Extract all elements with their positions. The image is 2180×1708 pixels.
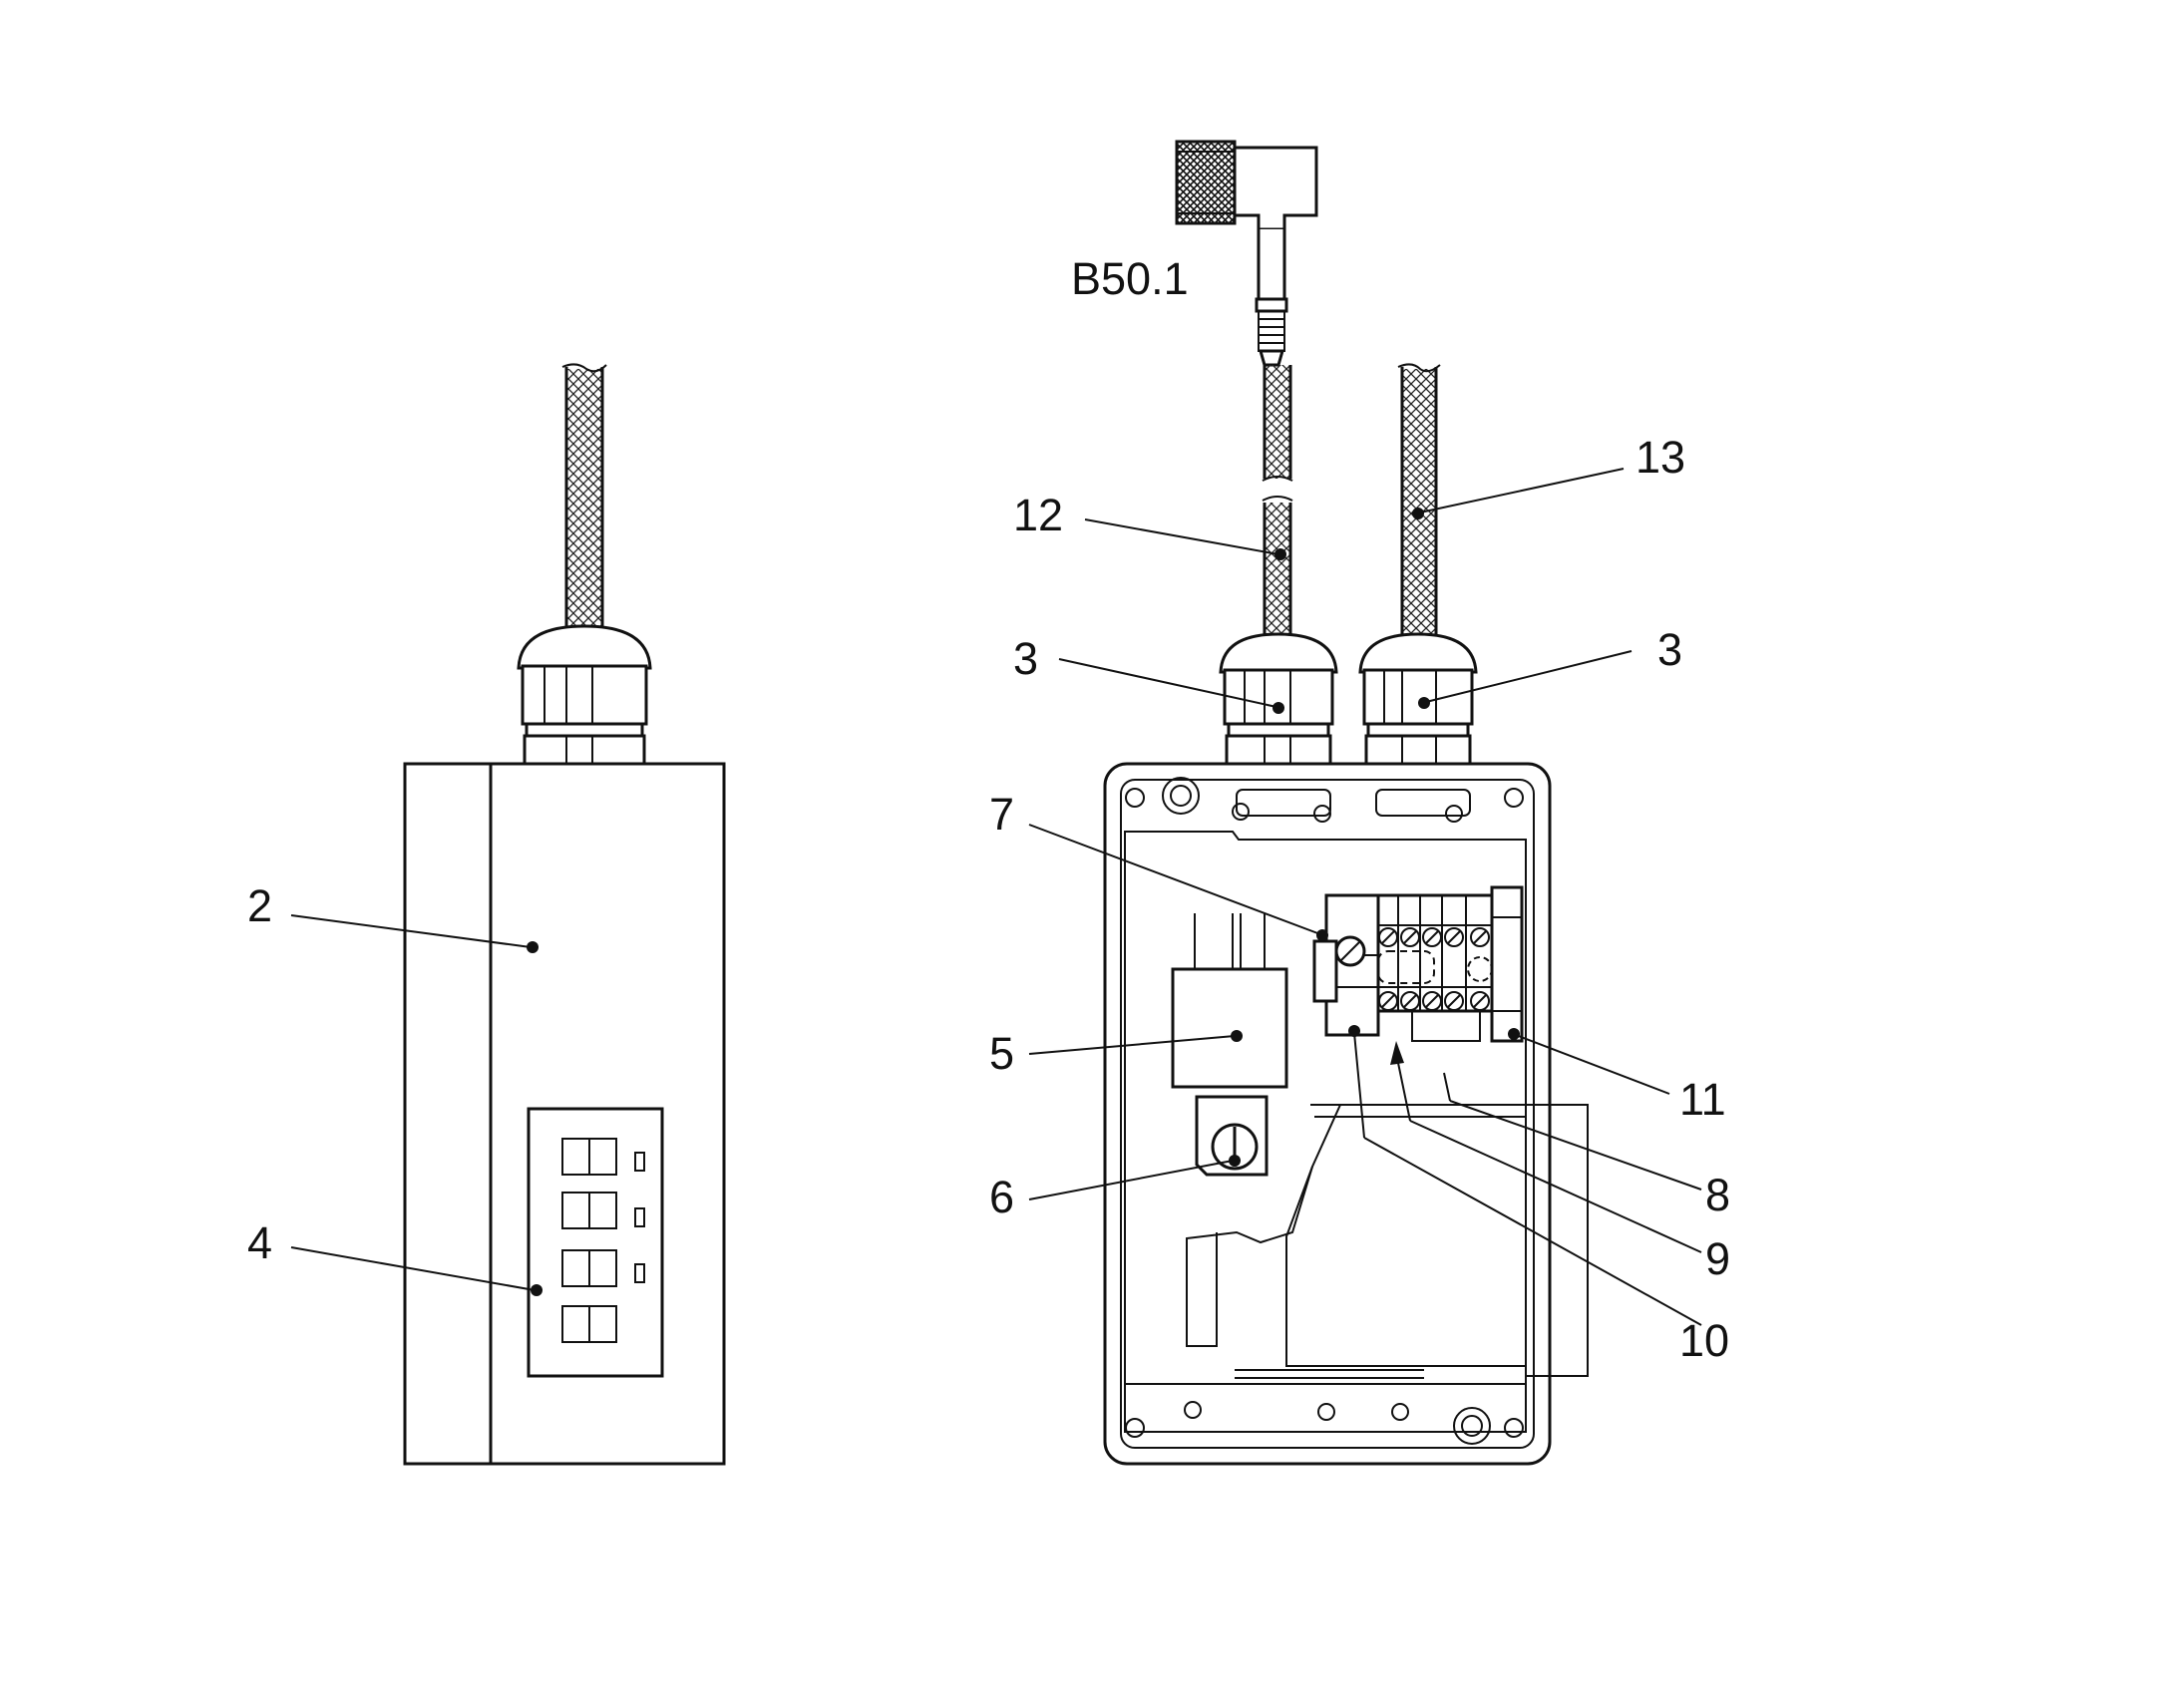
- cable-13: [1397, 363, 1441, 638]
- closed-housing-view: [403, 363, 726, 1466]
- callout-9: 9: [1705, 1233, 1730, 1284]
- angled-connector: [1175, 140, 1318, 367]
- terminal-block: [1312, 885, 1524, 1065]
- callout-11: 11: [1679, 1074, 1726, 1125]
- open-housing-view: [1103, 140, 1589, 1466]
- open-enclosure: [1103, 762, 1589, 1466]
- callout-4: 4: [247, 1217, 272, 1268]
- callout-3-right: 3: [1657, 624, 1682, 675]
- callout-12: 12: [1013, 490, 1063, 540]
- connector-label-b50-1: B50.1: [1071, 253, 1189, 304]
- callout-6: 6: [989, 1172, 1014, 1222]
- relay-5: [1171, 913, 1288, 1089]
- callout-2: 2: [247, 880, 272, 931]
- callout-7: 7: [989, 789, 1014, 840]
- cable-gland-right: [1358, 632, 1478, 766]
- callout-3-left: 3: [1013, 633, 1038, 684]
- callout-5: 5: [989, 1028, 1014, 1079]
- potentiometer-6: [1195, 1095, 1269, 1177]
- left-cable: [561, 363, 607, 630]
- display-panel: [527, 1107, 664, 1378]
- callout-10: 10: [1679, 1315, 1729, 1366]
- callout-labels: B50.1 2 4 12 13 3 3 7 5 6 11 8 9 10: [247, 253, 1730, 1366]
- callout-leaders: [290, 468, 1702, 1326]
- housing-body: [403, 762, 726, 1466]
- cable-12: [1262, 365, 1293, 638]
- left-cable-gland: [517, 624, 652, 766]
- callout-13: 13: [1635, 432, 1685, 483]
- callout-8: 8: [1705, 1170, 1730, 1220]
